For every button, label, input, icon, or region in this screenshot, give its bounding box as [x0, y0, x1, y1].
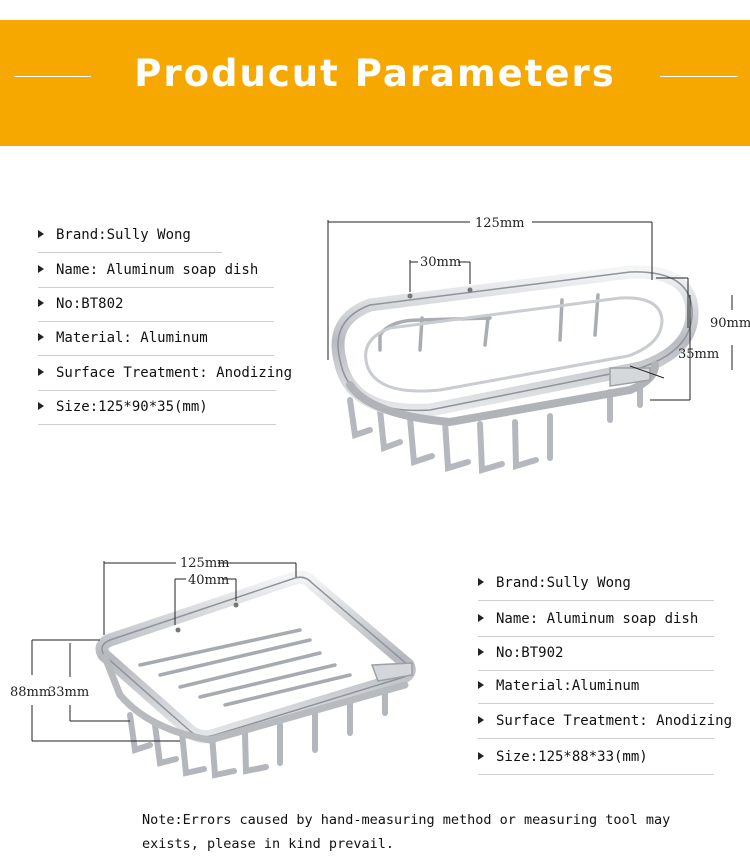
triangle-bullet-icon: [478, 578, 484, 586]
banner-right-rule: [660, 76, 738, 77]
spec-row-material: Material:Aluminum: [478, 669, 714, 704]
product2-height-label: 33mm: [48, 685, 89, 700]
spec-row-name: Name: Aluminum soap dish: [38, 253, 274, 288]
triangle-bullet-icon: [478, 681, 484, 689]
triangle-bullet-icon: [38, 230, 44, 238]
product2-image: 125mm 40mm 88mm 33mm: [10, 556, 416, 779]
product1-length-label: 125mm: [475, 216, 524, 231]
triangle-bullet-icon: [478, 716, 484, 724]
product1-image: 125mm 30mm 90mm 35mm: [327, 216, 750, 474]
header-banner: [0, 20, 750, 146]
triangle-bullet-icon: [478, 648, 484, 656]
measurement-note: Note:Errors caused by hand-measuring met…: [142, 812, 671, 852]
triangle-bullet-icon: [38, 265, 44, 273]
product1-slot-label: 30mm: [420, 255, 461, 270]
rectangular-soap-dish-illustration: [95, 570, 416, 779]
spec-text: Brand:Sully Wong: [496, 575, 631, 591]
spec-text: Size:125*88*33(mm): [496, 749, 648, 765]
spec-row-number: No:BT902: [478, 636, 714, 671]
triangle-bullet-icon: [478, 614, 484, 622]
spec-text: Name: Aluminum soap dish: [496, 611, 699, 627]
product1-dimension-lines: [327, 220, 733, 401]
spec-text: Size:125*90*35(mm): [56, 399, 208, 415]
page-title: Producut Parameters: [134, 52, 616, 95]
spec-row-brand: Brand:Sully Wong: [38, 218, 222, 253]
spec-row-surface: Surface Treatment: Anodizing: [478, 704, 732, 739]
triangle-bullet-icon: [38, 402, 44, 410]
spec-text: Material:Aluminum: [496, 678, 640, 694]
spec-row-brand: Brand:Sully Wong: [478, 566, 714, 601]
product1-width-label: 90mm: [710, 316, 750, 331]
spec-row-surface: Surface Treatment: Anodizing: [38, 356, 292, 391]
spec-text: No:BT802: [56, 296, 124, 312]
banner-left-rule: [14, 76, 91, 77]
triangle-bullet-icon: [38, 333, 44, 341]
triangle-bullet-icon: [478, 752, 484, 760]
spec-text: No:BT902: [496, 645, 564, 661]
oval-soap-dish-illustration: [331, 265, 699, 474]
product2-length-label: 125mm: [180, 556, 229, 571]
spec-row-material: Material: Aluminum: [38, 321, 274, 356]
product1-height-label: 35mm: [678, 347, 719, 362]
product2-dimension-lines: [31, 561, 297, 742]
spec-row-size: Size:125*90*35(mm): [38, 390, 276, 425]
product2-slot-label: 40mm: [188, 573, 229, 588]
spec-row-size: Size:125*88*33(mm): [478, 740, 714, 775]
spec-row-number: No:BT802: [38, 287, 274, 322]
spec-text: Name: Aluminum soap dish: [56, 262, 259, 278]
product2-width-label: 88mm: [10, 685, 51, 700]
spec-text: Material: Aluminum: [56, 330, 208, 346]
spec-row-name: Name: Aluminum soap dish: [478, 602, 714, 637]
triangle-bullet-icon: [38, 299, 44, 307]
spec-text: Surface Treatment: Anodizing: [496, 713, 733, 729]
spec-text: Surface Treatment: Anodizing: [56, 365, 293, 381]
spec-text: Brand:Sully Wong: [56, 227, 191, 243]
triangle-bullet-icon: [38, 368, 44, 376]
